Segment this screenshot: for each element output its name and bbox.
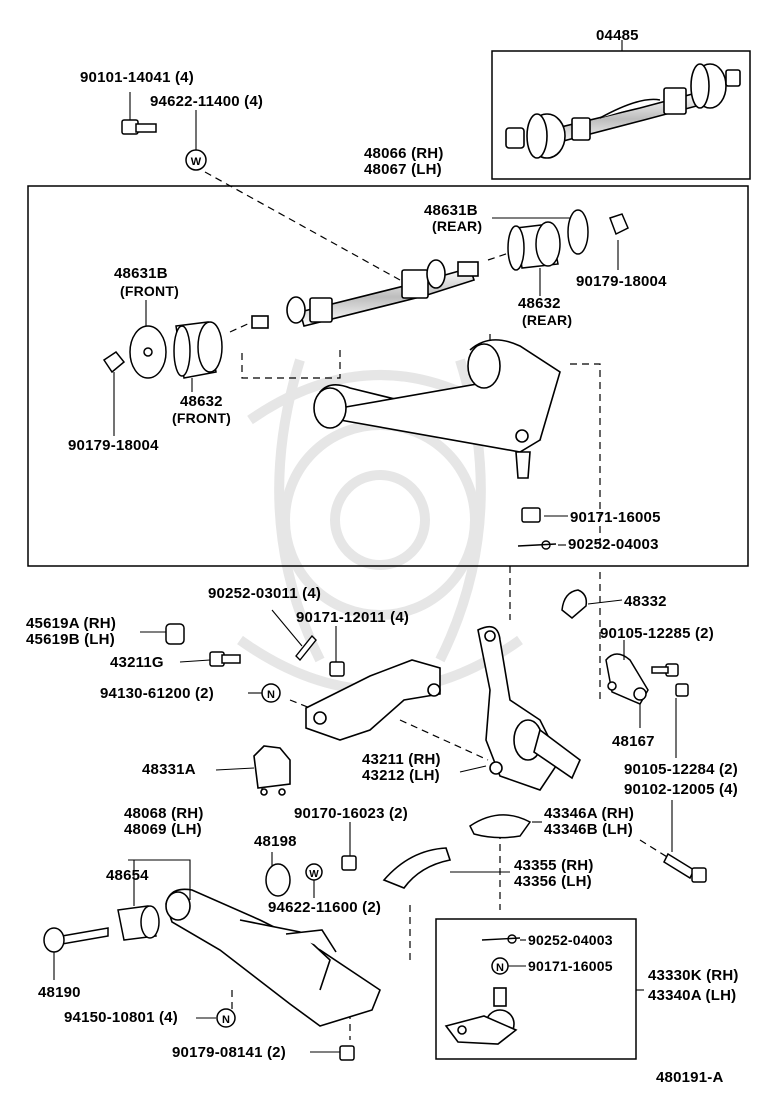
pin-03011-drawing — [295, 634, 317, 662]
label-lower-arm-rh: 48068 (RH) — [124, 805, 204, 822]
label-washer-61200: 94130-61200 (2) — [100, 685, 214, 702]
ball-joint-assembly-frame — [435, 918, 637, 1060]
label-pin-03011: 90252-03011 (4) — [208, 585, 322, 602]
label-washer-10801: 94150-10801 (4) — [64, 1009, 178, 1026]
label-nut-16023: 90170-16023 (2) — [294, 805, 408, 822]
label-balljoint-rh: 43330K (RH) — [648, 967, 739, 984]
upper-arm-shaft — [251, 259, 479, 329]
svg-text:N: N — [222, 1014, 230, 1026]
bracket-48167-drawing — [605, 653, 649, 705]
rear-stopper-drawing — [567, 209, 629, 255]
label-bolt-43211g: 43211G — [110, 654, 164, 671]
bolt-43211g-drawing — [209, 651, 241, 667]
upper-control-arm-drawing — [313, 339, 561, 479]
label-nut-18004-right: 90179-18004 — [576, 273, 667, 290]
ball-joint-drawing — [444, 987, 518, 1045]
label-cap-rh: 45619A (RH) — [26, 615, 117, 632]
nut-marker-icon: N — [267, 689, 275, 701]
label-rear-2: (REAR) — [522, 312, 573, 328]
bolts-12285-12284-drawing — [651, 663, 689, 697]
washer-10801-drawing — [216, 1008, 236, 1028]
svg-text:N: N — [267, 689, 275, 701]
label-nut-12011: 90171-12011 (4) — [296, 609, 410, 626]
label-nut-18004-left: 90179-18004 — [68, 437, 159, 454]
bolt-14041-drawing — [121, 119, 157, 135]
label-bolt-12285: 90105-12285 (2) — [600, 625, 714, 642]
label-bolt-12005: 90102-12005 (4) — [624, 781, 738, 798]
cover-43355-drawing — [382, 847, 452, 889]
svg-text:N: N — [496, 962, 504, 974]
label-nut-08141: 90179-08141 (2) — [172, 1044, 286, 1061]
label-stopper-front: 48631B — [114, 265, 168, 282]
front-bushing-drawing — [173, 321, 223, 379]
label-rear-1: (REAR) — [432, 218, 483, 234]
label-cam-48190: 48190 — [38, 984, 81, 1001]
label-nut-16005-upper: 90171-16005 — [570, 509, 661, 526]
label-bumper-48332: 48332 — [624, 593, 667, 610]
label-bushing-front: 48632 — [180, 393, 223, 410]
cap-45619-drawing — [165, 623, 185, 645]
bushing-48654-drawing — [117, 905, 160, 941]
pin-04003-lower-drawing — [481, 934, 521, 944]
solid-leaders — [53, 40, 677, 1053]
label-arm-lh: 48067 (LH) — [364, 161, 442, 178]
label-bushing-48654: 48654 — [106, 867, 149, 884]
shim-43346-drawing — [469, 814, 532, 839]
label-pad-48198: 48198 — [254, 833, 297, 850]
label-bolt-14041: 90101-14041 (4) — [80, 69, 194, 86]
nut-16005-upper-drawing — [521, 507, 541, 523]
bumper-48332-drawing — [561, 589, 588, 619]
nut-08141-drawing — [339, 1045, 355, 1061]
label-washer-11400: 94622-11400 (4) — [150, 93, 264, 110]
front-stopper-drawing — [102, 325, 167, 379]
label-shim-lh: 43346B (LH) — [544, 821, 633, 838]
bolt-12005-drawing — [663, 852, 707, 883]
label-bolt-12284: 90105-12284 (2) — [624, 761, 738, 778]
label-arm-rh: 48066 (RH) — [364, 145, 444, 162]
label-bushing-rear: 48632 — [518, 295, 561, 312]
cam-48190-drawing — [43, 927, 109, 953]
label-bumper-48331a: 48331A — [142, 761, 196, 778]
pad-48198-drawing — [265, 863, 291, 897]
nut-16023-drawing — [341, 855, 357, 871]
label-cap-lh: 45619B (LH) — [26, 631, 115, 648]
nut-marker-icon-2: N — [222, 1014, 230, 1026]
diagram-code: 480191-A — [656, 1069, 724, 1086]
label-knuckle-lh: 43212 (LH) — [362, 767, 440, 784]
label-front-1: (FRONT) — [120, 283, 179, 299]
label-kit-04485: 04485 — [596, 27, 639, 44]
label-pin-04003-lower: 90252-04003 — [528, 932, 613, 948]
label-balljoint-lh: 43340A (LH) — [648, 987, 737, 1004]
label-cover-rh: 43355 (RH) — [514, 857, 594, 874]
label-nut-16005-lower: 90171-16005 — [528, 958, 613, 974]
upper-arm-assembly-frame — [27, 185, 749, 567]
label-lower-arm-lh: 48069 (LH) — [124, 821, 202, 838]
pin-04003-upper-drawing — [517, 540, 557, 550]
label-bracket-48167: 48167 — [612, 733, 655, 750]
svg-text:W: W — [309, 869, 319, 880]
steering-arm-drawing — [305, 659, 441, 741]
label-front-2: (FRONT) — [172, 410, 231, 426]
svg-text:W: W — [191, 156, 202, 168]
washer-marker-icon-2: W — [309, 869, 319, 880]
bumper-48331a-drawing — [253, 745, 291, 796]
knuckle-drawing — [477, 625, 581, 791]
label-knuckle-rh: 43211 (RH) — [362, 751, 441, 768]
label-washer-11600: 94622-11600 (2) — [268, 899, 382, 916]
kit-04485-frame — [491, 50, 751, 180]
nut-marker-icon-3: N — [496, 962, 504, 974]
label-shim-rh: 43346A (RH) — [544, 805, 635, 822]
label-pin-04003-upper: 90252-04003 — [568, 536, 659, 553]
label-cover-lh: 43356 (LH) — [514, 873, 592, 890]
label-stopper-rear: 48631B — [424, 202, 478, 219]
kit-shaft-drawing — [505, 63, 741, 159]
rear-bushing-drawing — [507, 221, 561, 271]
lower-control-arm-drawing — [165, 888, 381, 1027]
washer-marker-icon: W — [191, 156, 202, 168]
nut-12011-drawing — [329, 661, 345, 677]
